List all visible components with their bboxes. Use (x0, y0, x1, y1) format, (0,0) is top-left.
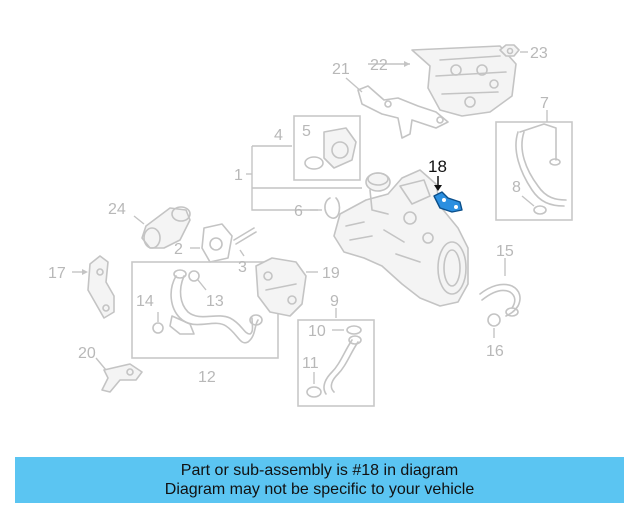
part-number-24: 24 (108, 201, 126, 218)
part-number-8: 8 (512, 179, 521, 196)
part-number-20: 20 (78, 345, 96, 362)
part-number-6: 6 (294, 203, 303, 220)
bracket-part-20 (101, 363, 143, 393)
seal-part-13 (188, 270, 200, 282)
nut-part-23 (499, 44, 520, 57)
seal-part-10 (346, 325, 362, 335)
seal-part-14 (152, 322, 164, 334)
part-number-9: 9 (330, 293, 339, 310)
outlet-flange-part-5 (304, 127, 357, 170)
info-banner: Part or sub-assembly is #18 in diagram D… (15, 457, 624, 503)
part-number-15: 15 (496, 243, 514, 260)
part-number-11: 11 (302, 355, 319, 372)
sub-assembly-box-4 (293, 115, 361, 181)
part-number-14: 14 (136, 293, 154, 310)
sub-assembly-box-7 (495, 121, 573, 221)
part-number-18: 18 (428, 157, 447, 176)
part-number-17: 17 (48, 265, 66, 282)
pipe-part-7 (515, 123, 567, 207)
part-number-13: 13 (206, 293, 224, 310)
part-number-3: 3 (238, 259, 247, 276)
stud-part-3 (233, 227, 257, 245)
turbocharger-part-1 (333, 169, 469, 307)
bracket-part-18 (433, 191, 463, 213)
intake-hose-part-24 (141, 206, 191, 249)
part-number-23: 23 (530, 45, 548, 62)
banner-line-2: Diagram may not be specific to your vehi… (164, 481, 475, 498)
part-number-5: 5 (302, 123, 311, 140)
sub-assembly-box-9 (297, 319, 375, 407)
part-number-22: 22 (370, 57, 388, 74)
gasket-part-2 (201, 223, 233, 263)
part-number-21: 21 (332, 61, 350, 78)
part-number-19: 19 (322, 265, 340, 282)
part-number-16: 16 (486, 343, 504, 360)
bracket-part-17 (87, 255, 115, 319)
gasket-part-6 (324, 197, 341, 219)
parts-diagram: 1 2 3 4 5 6 7 8 9 10 11 12 13 14 15 16 1… (48, 44, 573, 407)
part-number-2: 2 (174, 241, 183, 258)
bracket-part-21 (357, 85, 449, 139)
seal-part-16 (487, 313, 501, 327)
part-number-10: 10 (308, 323, 326, 340)
pipe-part-15 (479, 283, 521, 317)
hose-part-12 (169, 269, 263, 344)
seal-part-11 (306, 386, 322, 398)
heat-shield-part-22 (411, 45, 517, 117)
part-number-4: 4 (274, 127, 283, 144)
seal-part-8 (533, 205, 547, 215)
part-number-12: 12 (198, 369, 216, 386)
heat-shield-part-19 (255, 257, 307, 317)
pipe-part-9 (323, 335, 362, 395)
part-number-1: 1 (234, 167, 243, 184)
banner-line-1: Part or sub-assembly is #18 in diagram (180, 462, 459, 479)
part-number-7: 7 (540, 95, 549, 112)
